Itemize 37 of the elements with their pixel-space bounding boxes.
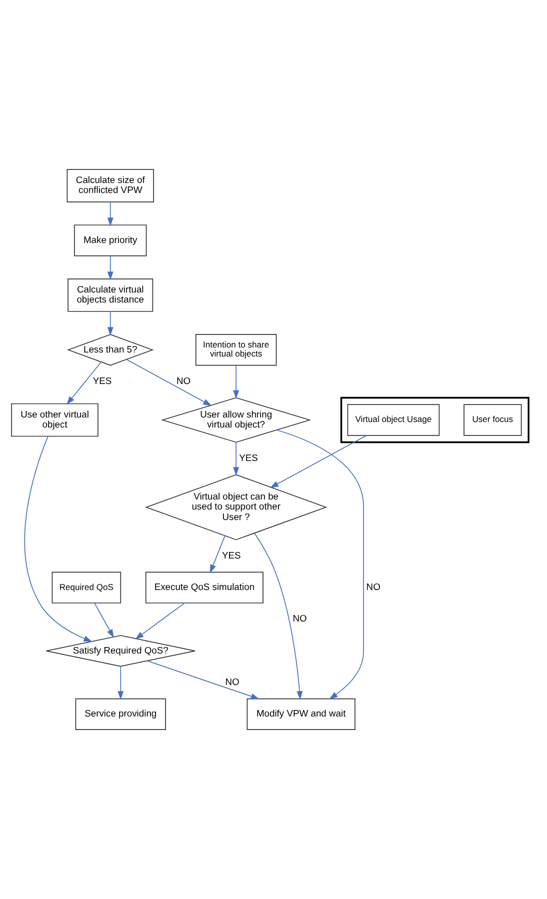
arrow — [118, 666, 124, 700]
node-box: Intention to share virtual objects — [195, 334, 277, 366]
node-box: User focus — [464, 404, 522, 436]
arrow — [146, 660, 260, 700]
node-diamond: Less than 5? — [67, 334, 154, 366]
node-box: Use other virtual object — [11, 403, 98, 437]
arrow — [107, 256, 114, 280]
edge-label: NO — [292, 612, 307, 624]
node-box: Modify VPW and wait — [246, 698, 356, 730]
arrow — [254, 532, 303, 700]
arrow — [107, 202, 114, 226]
arrow — [233, 365, 240, 399]
arrow — [107, 311, 114, 336]
node-box: Service providing — [75, 698, 166, 730]
arrow — [24, 436, 92, 642]
edge-label: NO — [366, 581, 380, 592]
edge-label: YES — [92, 374, 112, 386]
node-box: Make priority — [74, 224, 147, 256]
edge-label: NO — [225, 676, 240, 687]
node-box: Required QoS — [52, 572, 122, 604]
arrow — [94, 602, 114, 638]
edge-label: YES — [222, 549, 241, 560]
node-box: Execute QoS simulation — [145, 572, 264, 604]
arrow — [233, 442, 240, 476]
arrow — [126, 359, 212, 406]
node-diamond: Virtual object can be used to support other User ? — [145, 474, 328, 540]
arrow — [276, 430, 364, 700]
arrow — [135, 602, 186, 640]
edge-label: NO — [176, 374, 191, 386]
edge-label: YES — [239, 452, 258, 463]
arrow — [270, 435, 367, 488]
cluster — [340, 396, 530, 444]
node-box: Virtual object Usage — [347, 404, 440, 436]
node-box: Calculate size of conflicted VPW — [66, 169, 154, 202]
node-box: Calculate virtual objects distance — [68, 278, 154, 312]
arrow — [66, 362, 102, 405]
arrow — [210, 535, 226, 574]
